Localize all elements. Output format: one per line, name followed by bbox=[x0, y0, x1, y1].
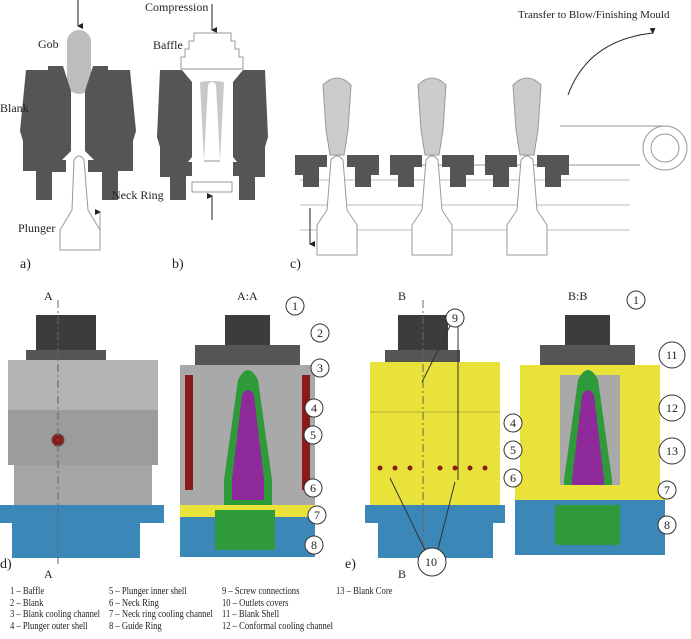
legend-item: 13 – Blank Core bbox=[336, 585, 393, 597]
mould-section-3 bbox=[485, 77, 569, 256]
panel-c: Transfer to Blow/Finishing Mould c) bbox=[290, 9, 688, 272]
panel-label-a: a) bbox=[20, 257, 31, 272]
callout-9: 9 bbox=[452, 311, 458, 325]
callout-4: 4 bbox=[510, 416, 516, 430]
panel-e: B B e) 9 10 bbox=[345, 289, 505, 581]
neck-ring-left bbox=[170, 162, 192, 200]
section-mark-a-bottom: A bbox=[44, 567, 53, 581]
gob-label: Gob bbox=[38, 37, 59, 51]
callouts-aa: 1 2 3 4 5 6 7 8 bbox=[285, 296, 330, 555]
callout-5: 5 bbox=[510, 443, 516, 457]
panel-a: Gob Blank Neck Ring Plunger a) bbox=[0, 0, 164, 272]
neck-ring-left bbox=[36, 160, 66, 200]
baffle-shape bbox=[180, 32, 244, 70]
legend-col-2: 5 – Plunger inner shell 6 – Neck Ring 7 … bbox=[109, 585, 213, 632]
legend-item: 9 – Screw connections bbox=[222, 585, 300, 597]
callout-10: 10 bbox=[425, 555, 437, 569]
callout-1: 1 bbox=[292, 299, 298, 313]
callout-4: 4 bbox=[311, 401, 317, 415]
callout-6: 6 bbox=[510, 471, 516, 485]
panel-label-e: e) bbox=[345, 557, 356, 572]
blank-left bbox=[157, 70, 192, 177]
gob-shape bbox=[67, 30, 91, 94]
baffle-label: Baffle bbox=[153, 38, 183, 52]
transfer-label: Transfer to Blow/Finishing Mould bbox=[518, 9, 670, 21]
callout-2: 2 bbox=[317, 326, 323, 340]
callout-5: 5 bbox=[310, 428, 316, 442]
legend-col-4: 13 – Blank Core bbox=[336, 585, 393, 598]
panel-b: Compression Baffle b) bbox=[145, 0, 268, 272]
legend-item: 5 – Plunger inner shell bbox=[109, 585, 187, 597]
callouts-bb: 1 11 12 13 4 5 6 7 8 bbox=[503, 290, 686, 535]
neck-ring-right bbox=[88, 160, 118, 200]
rotate-arrow-icon bbox=[567, 27, 656, 96]
section-bb-title: B:B bbox=[568, 289, 587, 303]
legend-item: 3 – Blank cooling channel bbox=[10, 608, 101, 620]
panel-label-d: d) bbox=[0, 557, 12, 572]
legend-col-3: 9 – Screw connections 10 – Outlets cover… bbox=[222, 585, 334, 632]
callout-7: 7 bbox=[314, 508, 320, 522]
blank-label: Blank bbox=[0, 101, 29, 115]
plunger-shape bbox=[59, 155, 101, 251]
callout-1: 1 bbox=[633, 293, 639, 307]
legend-item: 11 – Blank Shell bbox=[222, 608, 280, 620]
blank-right bbox=[85, 66, 136, 171]
blank-right bbox=[233, 70, 268, 177]
legend-item: 2 – Blank bbox=[10, 596, 44, 609]
panel-label-b: b) bbox=[172, 257, 184, 272]
legend-item: 6 – Neck Ring bbox=[109, 596, 159, 609]
legend-item: 7 – Neck ring cooling channel bbox=[109, 608, 213, 620]
blank-left bbox=[20, 66, 71, 171]
callout-13: 13 bbox=[666, 444, 678, 458]
panel-d: A A d) bbox=[0, 289, 164, 581]
callout-7: 7 bbox=[664, 483, 670, 497]
callout-8: 8 bbox=[664, 518, 670, 532]
callout-6: 6 bbox=[310, 481, 316, 495]
section-mark-a-top: A bbox=[44, 289, 53, 303]
compression-label: Compression bbox=[145, 0, 208, 14]
plunger-shape bbox=[204, 82, 220, 160]
mould-section-2 bbox=[390, 77, 474, 256]
callout-11: 11 bbox=[666, 348, 678, 362]
neck-ring-right bbox=[233, 162, 255, 200]
callout-3: 3 bbox=[317, 361, 323, 375]
legend-item: 1 – Baffle bbox=[10, 585, 45, 597]
section-mark-b-top: B bbox=[398, 289, 406, 303]
panel-label-c: c) bbox=[290, 257, 301, 272]
legend-col-1: 1 – Baffle 2 – Blank 3 – Blank cooling c… bbox=[10, 585, 101, 632]
section-aa: A:A 1 2 3 4 5 6 7 8 bbox=[180, 289, 330, 557]
mould-section-1 bbox=[295, 77, 379, 256]
plunger-label: Plunger bbox=[18, 221, 55, 235]
callout-12: 12 bbox=[666, 401, 678, 415]
legend-item: 10 – Outlets covers bbox=[222, 596, 289, 609]
legend-item: 12 – Conformal cooling channel bbox=[222, 619, 334, 632]
legend-item: 4 – Plunger outer shell bbox=[10, 619, 88, 632]
section-bb: B:B 1 11 12 13 4 5 6 7 8 bbox=[503, 289, 686, 555]
section-mark-b-bottom: B bbox=[398, 567, 406, 581]
legend-item: 8 – Guide Ring bbox=[109, 619, 162, 632]
section-aa-title: A:A bbox=[237, 289, 258, 303]
neck-ring-label: Neck Ring bbox=[112, 188, 164, 202]
callout-8: 8 bbox=[311, 538, 317, 552]
